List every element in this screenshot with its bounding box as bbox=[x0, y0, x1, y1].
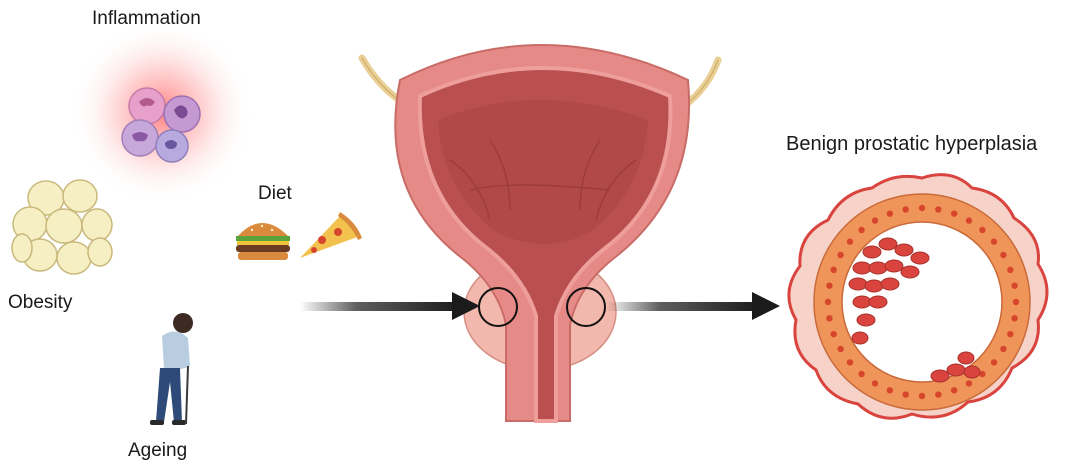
arrow-left bbox=[300, 292, 480, 320]
epithelial-nucleus bbox=[935, 391, 941, 397]
epithelial-nucleus bbox=[951, 387, 957, 393]
epithelial-nucleus bbox=[1007, 331, 1013, 337]
arrow-right bbox=[606, 292, 780, 320]
burger-icon bbox=[236, 223, 290, 260]
epithelial-nucleus bbox=[902, 391, 908, 397]
epithelial-nucleus bbox=[830, 267, 836, 273]
epithelial-nucleus bbox=[826, 315, 832, 321]
elderly-man-icon bbox=[150, 313, 193, 425]
epithelial-nucleus bbox=[830, 331, 836, 337]
pizza-icon bbox=[300, 212, 362, 258]
epithelial-nucleus bbox=[966, 217, 972, 223]
epithelial-nucleus bbox=[1000, 252, 1006, 258]
ageing-label: Ageing bbox=[128, 440, 187, 462]
epithelial-nucleus bbox=[966, 380, 972, 386]
inflammation-label: Inflammation bbox=[92, 8, 201, 30]
epithelial-nucleus bbox=[991, 238, 997, 244]
obesity-label: Obesity bbox=[8, 292, 72, 314]
diet-label: Diet bbox=[258, 183, 292, 205]
epithelial-nucleus bbox=[872, 217, 878, 223]
epithelial-nucleus bbox=[858, 371, 864, 377]
epithelial-nucleus bbox=[1000, 346, 1006, 352]
prostate-acinus-icon bbox=[789, 175, 1047, 419]
epithelial-nucleus bbox=[1011, 282, 1017, 288]
epithelial-nucleus bbox=[1013, 299, 1019, 305]
epithelial-nucleus bbox=[837, 346, 843, 352]
epithelial-nucleus bbox=[887, 387, 893, 393]
epithelial-nucleus bbox=[902, 206, 908, 212]
epithelial-nucleus bbox=[919, 205, 925, 211]
epithelial-nucleus bbox=[1007, 267, 1013, 273]
epithelial-nucleus bbox=[991, 359, 997, 365]
epithelial-nucleus bbox=[935, 206, 941, 212]
inflammation-cells-icon bbox=[70, 20, 254, 204]
epithelial-nucleus bbox=[887, 210, 893, 216]
epithelial-nucleus bbox=[847, 359, 853, 365]
epithelial-nucleus bbox=[951, 210, 957, 216]
epithelial-nucleus bbox=[979, 227, 985, 233]
epithelial-nucleus bbox=[872, 380, 878, 386]
fat-cells-icon bbox=[12, 180, 112, 274]
epithelial-nucleus bbox=[919, 393, 925, 399]
epithelial-nucleus bbox=[847, 238, 853, 244]
epithelial-nucleus bbox=[825, 299, 831, 305]
bladder-prostate-illustration bbox=[362, 45, 718, 421]
epithelial-nucleus bbox=[1011, 315, 1017, 321]
epithelial-nucleus bbox=[858, 227, 864, 233]
epithelial-nucleus bbox=[826, 282, 832, 288]
epithelial-nucleus bbox=[837, 252, 843, 258]
bph-label: Benign prostatic hyperplasia bbox=[786, 133, 1037, 156]
